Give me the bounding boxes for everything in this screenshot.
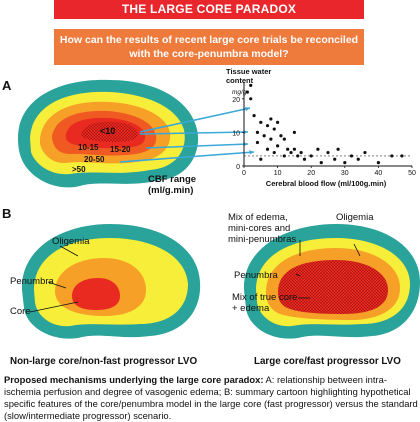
cbf-level-label: 15-20	[110, 145, 131, 154]
mixed-core-zone-right	[278, 260, 388, 314]
data-point	[282, 137, 286, 141]
panel-b-graphic	[21, 224, 420, 339]
data-point	[333, 157, 337, 161]
data-point	[255, 130, 260, 134]
data-point	[289, 150, 293, 155]
data-point	[269, 117, 273, 121]
label-penumbra-right: Penumbra	[234, 270, 278, 281]
question-banner: How can the results of recent large core…	[54, 29, 364, 65]
x-tick-label: 20	[307, 170, 315, 177]
data-point	[265, 147, 270, 151]
cbf-range-label: CBF range (ml/g.min)	[148, 174, 197, 196]
brain-b-left	[21, 224, 201, 339]
cbf-level-label: <10	[100, 126, 115, 136]
x-tick-label: 0	[242, 170, 246, 177]
y-tick-label: 0	[236, 164, 240, 171]
label-penumbra-left: Penumbra	[10, 276, 54, 287]
data-point	[245, 90, 249, 94]
cbf-level-label: >50	[72, 165, 86, 174]
data-point	[265, 124, 270, 128]
data-point	[269, 137, 273, 141]
panel-a-letter: A	[2, 78, 12, 93]
y-axis-label: Tissue water	[226, 68, 271, 76]
mapping-arrow	[145, 143, 249, 149]
cbf-level-label: 10-15	[78, 143, 99, 152]
label-oligemia-left: Oligemia	[52, 236, 90, 247]
arrow-head	[249, 150, 254, 155]
caption-right-brain: Large core/fast progressor LVO	[254, 356, 401, 367]
data-point	[316, 147, 320, 151]
data-point	[349, 154, 354, 158]
x-tick-label: 50	[408, 170, 416, 177]
data-point	[255, 140, 260, 145]
data-point	[252, 114, 256, 118]
panel-b-letter: B	[2, 206, 12, 221]
data-point	[299, 150, 303, 155]
data-point	[286, 147, 290, 151]
y-axis-unit: mg/g	[232, 89, 247, 96]
mapping-arrow	[139, 107, 251, 133]
data-point	[279, 134, 283, 138]
label-oligemia-right: Oligemia	[336, 212, 374, 223]
data-point	[296, 154, 300, 158]
arrow-head	[243, 142, 248, 147]
data-point	[343, 161, 347, 165]
data-point	[326, 150, 330, 155]
y-axis-label-2: content	[226, 76, 254, 85]
cbf-zone-under10	[81, 121, 138, 142]
data-point	[376, 161, 380, 165]
label-core-left: Core	[10, 306, 31, 317]
brain-b-right	[243, 224, 420, 339]
caption-lead: Proposed mechanisms underlying the large…	[4, 374, 264, 385]
data-point	[309, 154, 313, 158]
x-axis-label: Cerebral blood flow (ml/100g.min)	[266, 179, 387, 188]
caption-left-brain: Non-large core/non-fast progressor LVO	[10, 356, 198, 367]
data-point	[276, 120, 280, 124]
mapping-arrow	[139, 131, 249, 135]
label-mix-core: Mix of true core + edema	[232, 292, 298, 314]
x-tick-label: 10	[274, 170, 282, 177]
x-tick-label: 30	[341, 170, 349, 177]
data-point	[262, 134, 266, 138]
data-point	[400, 154, 404, 158]
figure-caption: Proposed mechanisms underlying the large…	[4, 374, 418, 422]
cbf-level-label: 20-50	[84, 155, 105, 164]
data-point	[282, 154, 286, 158]
data-point	[276, 144, 280, 148]
arrow-head	[245, 106, 250, 112]
caption-text-b: B: summary cartoon highlighting hypothet…	[4, 386, 418, 421]
brain-a	[18, 79, 199, 188]
mapping-arrow	[119, 151, 255, 163]
data-point	[249, 97, 253, 101]
arrow-head	[243, 129, 248, 135]
data-point	[292, 130, 296, 134]
data-point	[259, 157, 263, 161]
label-mix-edema: Mix of edema, mini-cores and mini-penumb…	[228, 212, 297, 245]
y-tick-label: 20	[232, 97, 240, 104]
title-banner: THE LARGE CORE PARADOX	[54, 0, 364, 19]
data-point	[319, 161, 323, 165]
data-point	[292, 147, 296, 151]
y-tick-label: 10	[232, 130, 240, 137]
data-point	[249, 83, 253, 87]
data-point	[336, 147, 340, 151]
data-point	[390, 154, 394, 158]
caption-text-a: A: relationship between intra-ischemia p…	[4, 374, 387, 397]
data-point	[302, 157, 307, 161]
data-point	[356, 157, 360, 161]
data-point	[272, 150, 276, 155]
data-point	[259, 120, 263, 124]
data-point	[272, 127, 276, 131]
x-tick-label: 40	[375, 170, 383, 177]
core-zone-left	[72, 278, 120, 310]
data-point	[363, 150, 367, 155]
